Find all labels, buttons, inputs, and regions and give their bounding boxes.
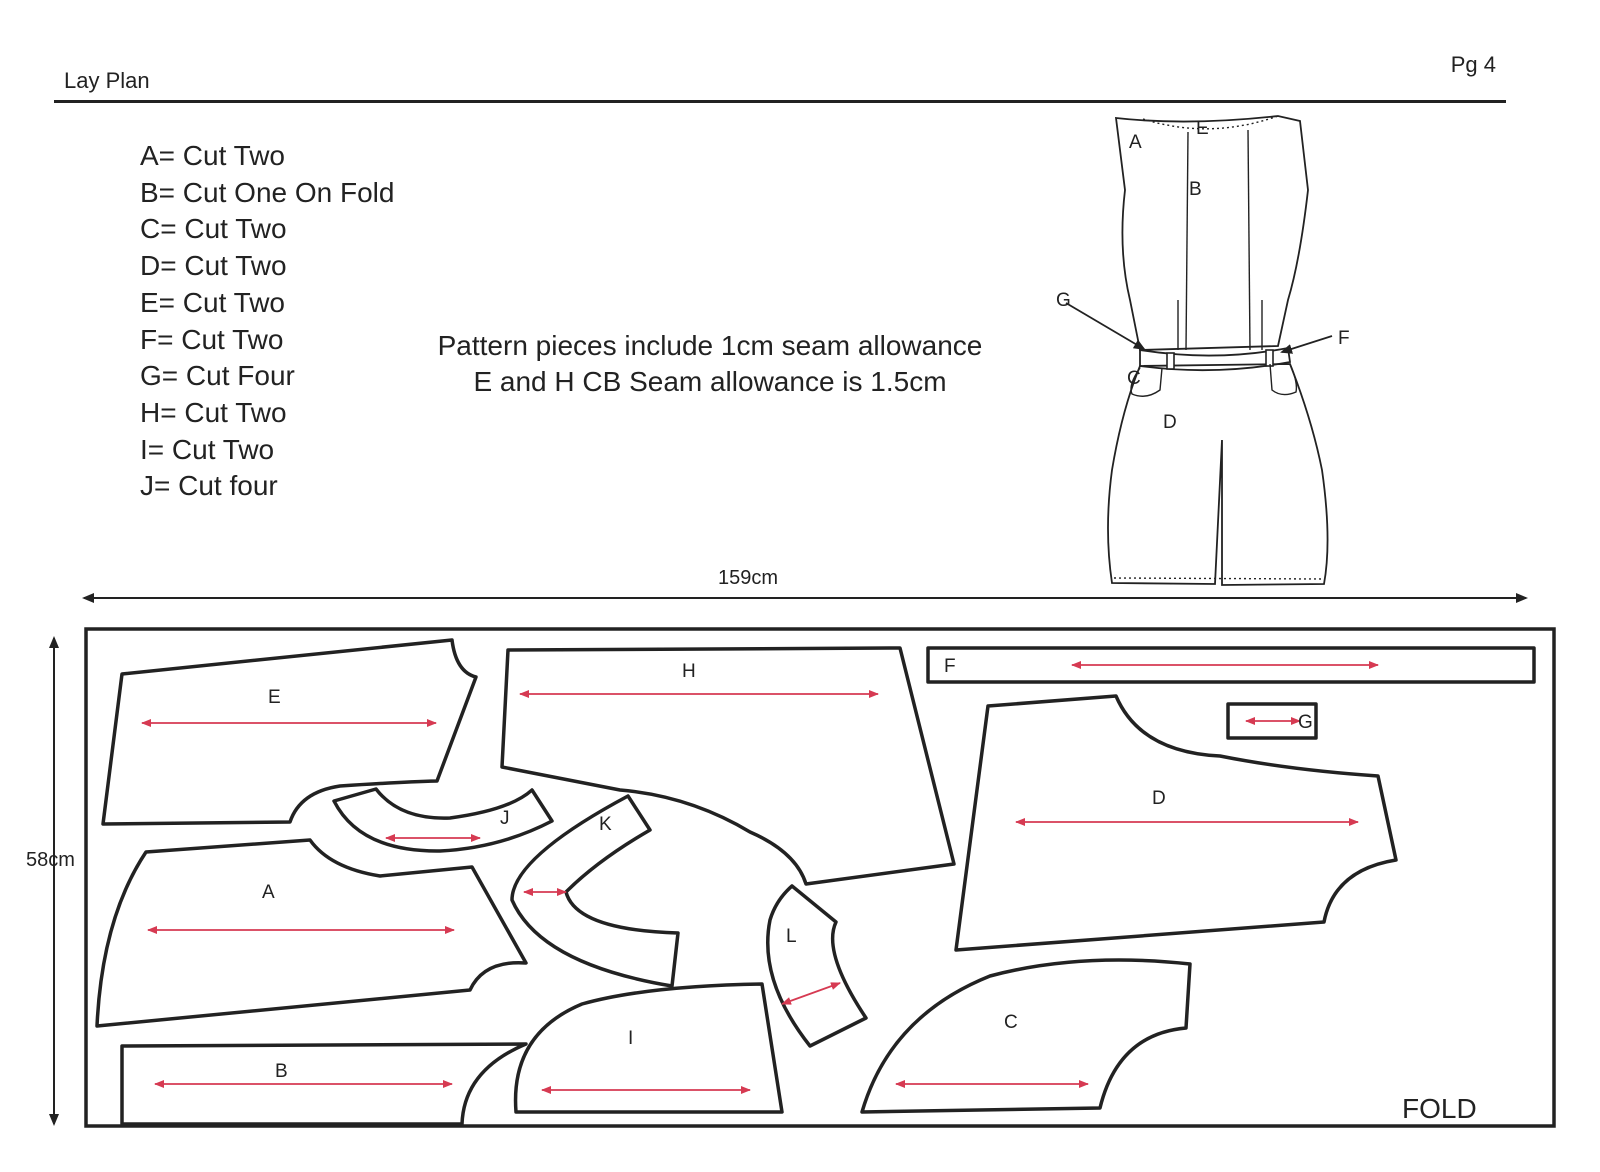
- piece-a-label: A: [262, 882, 275, 903]
- piece-j: J: [332, 787, 554, 853]
- legend-item-a: A= Cut Two: [140, 140, 286, 171]
- piece-i-outline: [513, 982, 784, 1114]
- piece-e: E: [101, 638, 478, 826]
- piece-g: G: [1226, 702, 1318, 740]
- page-number: Pg 4: [1450, 52, 1496, 77]
- garment-shorts: [1107, 363, 1329, 586]
- piece-k: K: [510, 794, 680, 988]
- garment-label-d: D: [1163, 412, 1177, 433]
- garment-label-b: B: [1189, 179, 1202, 200]
- garment-label-e: E: [1196, 118, 1209, 139]
- seam-note-1: Pattern pieces include 1cm seam allowanc…: [437, 330, 983, 361]
- fabric-boundary: [84, 627, 1556, 1128]
- garment-label-g: G: [1056, 290, 1071, 311]
- garment-line-g: [1065, 302, 1146, 351]
- piece-l: L: [766, 884, 868, 1048]
- piece-k-label: K: [599, 814, 612, 835]
- garment-neckline: [1142, 115, 1279, 130]
- legend-item-i: I= Cut Two: [140, 433, 275, 465]
- piece-k-outline: [510, 794, 680, 988]
- legend-item-j: J= Cut four: [140, 470, 278, 502]
- seam-note-2: E and H CB Seam allowance is 1.5cm: [473, 366, 947, 397]
- piece-d-label: D: [1152, 788, 1166, 809]
- piece-c-outline: [860, 958, 1192, 1114]
- height-dimension: 58cm: [26, 636, 75, 1126]
- piece-d-outline: [954, 694, 1398, 952]
- garment-buckle-left: [1166, 352, 1175, 370]
- page-title: Lay Plan: [64, 68, 150, 93]
- piece-j-outline: [332, 787, 554, 853]
- piece-g-label: G: [1298, 712, 1313, 733]
- piece-f: F: [926, 646, 1536, 684]
- garment-label-f: F: [1338, 328, 1350, 349]
- piece-a-outline: [95, 838, 528, 1028]
- garment-pocket-right: [1269, 363, 1298, 396]
- width-dimension: 159cm: [82, 567, 1528, 603]
- piece-a: A: [95, 838, 528, 1028]
- piece-h: H: [500, 646, 956, 886]
- garment-panel-seam-b: [1185, 131, 1189, 351]
- piece-h-outline: [500, 646, 956, 886]
- legend-item-b: B= Cut One On Fold: [140, 176, 395, 208]
- legend-item-g: G= Cut Four: [140, 360, 295, 392]
- piece-f-label: F: [944, 656, 956, 677]
- piece-c-label: C: [1004, 1012, 1018, 1033]
- garment-illustration: A E B G F C D: [1056, 115, 1350, 586]
- header-rule: [54, 100, 1506, 103]
- garment-label-a: A: [1129, 132, 1142, 153]
- garment-pocket-left: [1130, 367, 1163, 397]
- garment-panel-seam-right: [1247, 129, 1251, 351]
- piece-b-label: B: [275, 1061, 288, 1082]
- seam-allowance-notes: Pattern pieces include 1cm seam allowanc…: [410, 328, 1010, 400]
- garment-belt: [1139, 346, 1292, 372]
- legend-item-c: C= Cut Two: [140, 213, 287, 245]
- garment-bodice: [1114, 115, 1309, 351]
- piece-c: C: [860, 958, 1192, 1114]
- garment-hem: [1113, 577, 1323, 580]
- legend-item-d: D= Cut Two: [140, 250, 287, 282]
- fold-label: FOLD: [1402, 1093, 1477, 1124]
- legend-item-f: F= Cut Two: [140, 323, 284, 355]
- piece-b: B: [120, 1042, 528, 1126]
- legend-item-h: H= Cut Two: [140, 396, 287, 428]
- piece-l-grainline: [781, 982, 841, 1005]
- width-dimension-label: 159cm: [718, 567, 778, 589]
- piece-l-outline: [766, 884, 868, 1048]
- piece-j-label: J: [500, 808, 510, 829]
- legend-item-e: E= Cut Two: [140, 286, 286, 318]
- garment-buckle-right: [1265, 349, 1274, 367]
- height-dimension-label: 58cm: [26, 849, 75, 871]
- garment-label-c: C: [1127, 368, 1141, 389]
- piece-h-label: H: [682, 661, 696, 682]
- piece-e-label: E: [268, 687, 281, 708]
- piece-i: I: [513, 982, 784, 1114]
- cutting-legend: A= Cut Two B= Cut One On Fold C= Cut Two…: [140, 138, 394, 505]
- piece-d: D: [954, 694, 1398, 952]
- garment-line-f: [1280, 335, 1333, 354]
- piece-i-label: I: [628, 1028, 633, 1049]
- piece-l-label: L: [786, 926, 797, 947]
- piece-e-outline: [101, 638, 478, 826]
